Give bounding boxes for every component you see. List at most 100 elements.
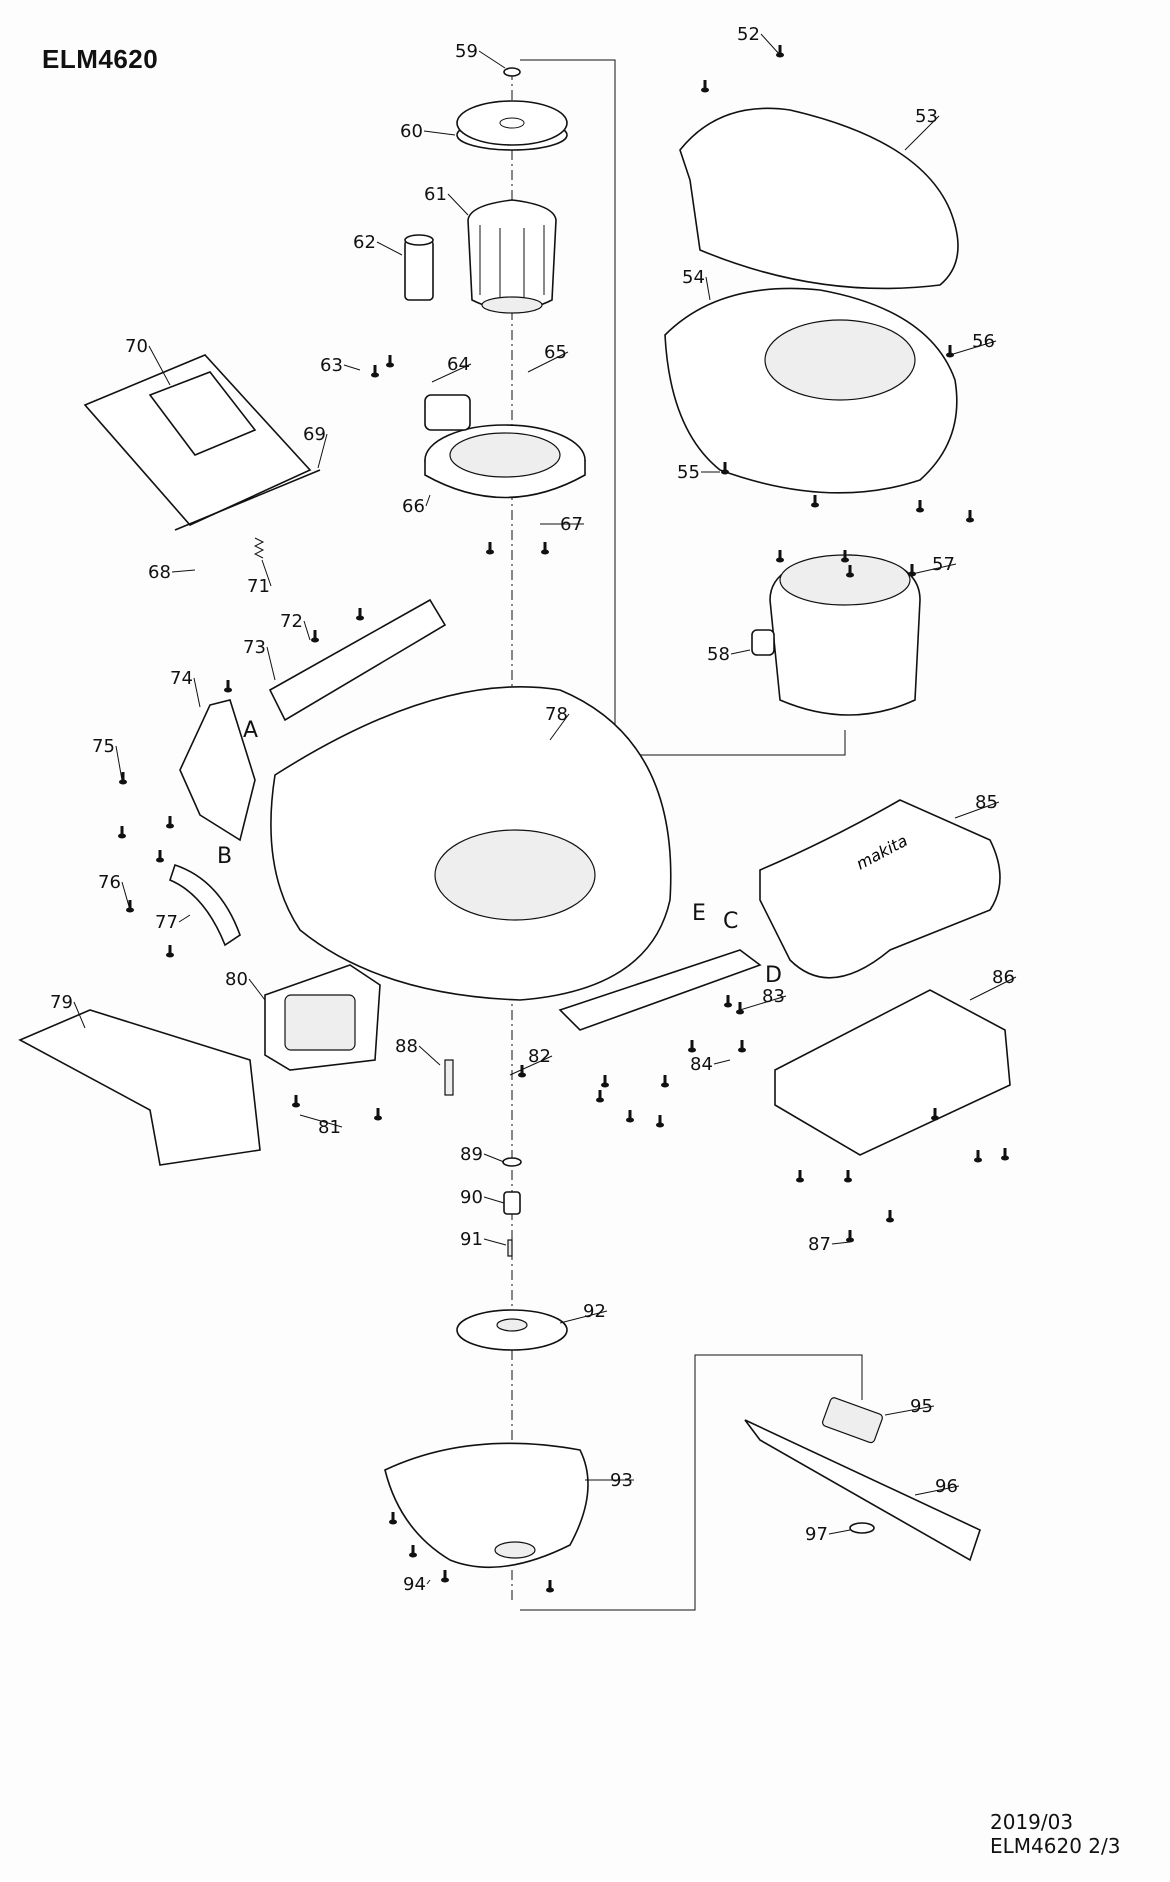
part-label-59: 59 [455, 41, 478, 62]
part-label-97: 97 [805, 1524, 828, 1545]
part-58-motor-shroud [751, 554, 921, 716]
leader-line-76 [121, 881, 131, 911]
screw-icon [841, 550, 849, 563]
leader-line-75 [115, 745, 123, 781]
part-66-motor-base [424, 394, 586, 499]
part-74-side-cover [179, 699, 256, 842]
leader-line-70 [148, 345, 171, 386]
reference-letter-a: A [243, 718, 258, 743]
screw-icon [486, 542, 494, 555]
part-90-spacer [503, 1191, 521, 1215]
leader-line-82 [509, 1055, 553, 1076]
screw-icon [292, 1095, 300, 1108]
screw-icon [738, 1040, 746, 1053]
screw-icon [371, 365, 379, 378]
part-53-top-cover [679, 107, 959, 290]
screw-icon [374, 1108, 382, 1121]
part-92-fan [456, 1309, 568, 1351]
part-label-66: 66 [402, 496, 425, 517]
part-label-80: 80 [225, 969, 248, 990]
leader-line-89 [483, 1153, 505, 1163]
screw-icon [736, 1002, 744, 1015]
part-91-key [507, 1239, 513, 1257]
connector-line-blade [520, 1354, 863, 1611]
part-label-57: 57 [932, 554, 955, 575]
screw-icon [224, 680, 232, 693]
leader-line-63 [343, 364, 361, 371]
screw-icon [546, 1580, 554, 1593]
part-label-54: 54 [682, 267, 705, 288]
leader-line-73 [266, 646, 276, 681]
screw-icon [844, 1170, 852, 1183]
part-label-89: 89 [460, 1144, 483, 1165]
screw-group [118, 45, 1009, 1593]
screw-icon [966, 510, 974, 523]
screw-icon [916, 500, 924, 513]
part-label-87: 87 [808, 1234, 831, 1255]
part-label-82: 82 [528, 1046, 551, 1067]
part-label-55: 55 [677, 462, 700, 483]
part-93-blade-guard [384, 1442, 589, 1569]
leader-line-60 [423, 130, 456, 136]
part-60-fan-cap [456, 100, 568, 151]
part-label-61: 61 [424, 184, 447, 205]
screw-icon [1001, 1148, 1009, 1161]
screw-icon [974, 1150, 982, 1163]
screw-icon [626, 1110, 634, 1123]
reference-letter-e: E [692, 901, 706, 926]
reference-letter-b: B [217, 844, 232, 869]
leader-line-62 [376, 241, 403, 256]
part-78-deck [270, 686, 762, 1031]
part-label-62: 62 [353, 232, 376, 253]
screw-icon [796, 1170, 804, 1183]
leader-line-81 [299, 1114, 343, 1128]
leader-line-78 [549, 713, 570, 741]
reference-letter-c: C [723, 909, 738, 934]
leader-line-90 [483, 1196, 505, 1204]
screw-icon [724, 995, 732, 1008]
leader-line-95 [884, 1405, 935, 1416]
part-label-76: 76 [98, 872, 121, 893]
leader-line-92 [559, 1310, 608, 1324]
leader-line-84 [713, 1059, 731, 1065]
leader-line-66 [425, 494, 431, 507]
part-label-63: 63 [320, 355, 343, 376]
page-title: ELM4620 [42, 44, 159, 74]
screw-icon [946, 345, 954, 358]
part-label-53: 53 [915, 106, 938, 127]
leader-line-77 [178, 914, 191, 923]
screw-icon [166, 945, 174, 958]
part-label-96: 96 [935, 1476, 958, 1497]
screw-icon [356, 608, 364, 621]
leader-line-68 [171, 569, 196, 573]
screw-icon [846, 565, 854, 578]
screw-icon [118, 826, 126, 839]
screw-icon [601, 1075, 609, 1088]
screw-icon [311, 630, 319, 643]
screw-icon [656, 1115, 664, 1128]
part-label-78: 78 [545, 704, 568, 725]
part-89-washer [502, 1157, 522, 1167]
leader-line-52 [760, 33, 781, 56]
screw-icon [908, 564, 916, 577]
part-label-70: 70 [125, 336, 148, 357]
screw-icon [156, 850, 164, 863]
leader-line-97 [828, 1529, 851, 1535]
revision-date: 2019/03 [990, 1810, 1074, 1834]
leader-line-86 [969, 976, 1017, 1001]
leader-line-94 [426, 1579, 431, 1585]
screw-icon [776, 550, 784, 563]
part-label-74: 74 [170, 668, 193, 689]
part-85-battery-cover: makita [759, 799, 1001, 979]
screw-icon [541, 542, 549, 555]
leader-line-85 [954, 801, 1000, 819]
part-label-86: 86 [992, 967, 1015, 988]
leader-line-96 [914, 1485, 960, 1496]
screw-icon [688, 1040, 696, 1053]
part-label-71: 71 [247, 576, 270, 597]
part-label-92: 92 [583, 1301, 606, 1322]
part-95-blade-holder [822, 1397, 883, 1444]
